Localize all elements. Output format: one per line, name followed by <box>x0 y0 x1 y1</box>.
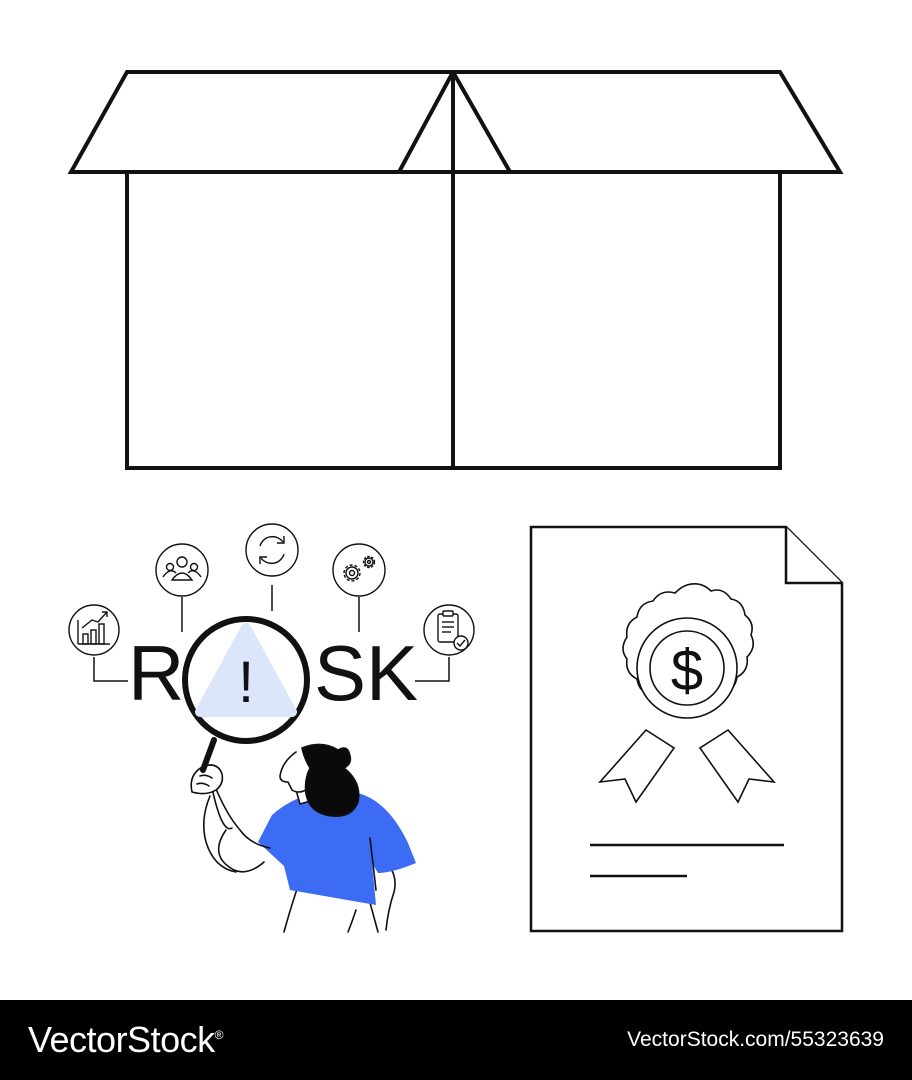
illustration-canvas: R SK <box>67 70 844 933</box>
checklist-icon <box>423 604 475 656</box>
risk-letters-sk: SK <box>314 629 418 717</box>
image-id-url: VectorStock.com/55323639 <box>627 1028 884 1051</box>
warning-exclamation: ! <box>238 650 254 715</box>
refresh-icon <box>245 523 299 577</box>
footer-bar: VectorStock® VectorStock.com/55323639 <box>0 1000 912 1080</box>
gears-icon <box>332 543 386 597</box>
bar-chart-icon <box>68 604 120 656</box>
hair <box>301 743 360 818</box>
warning-triangle-icon <box>195 623 297 717</box>
award-ribbons <box>598 728 776 804</box>
registered-mark: ® <box>214 1028 224 1042</box>
dollar-sign: $ <box>671 638 703 703</box>
magnifying-glass-icon: ! <box>182 616 310 773</box>
certificate-document-icon: $ <box>529 525 844 933</box>
shirt <box>258 791 416 905</box>
team-icon <box>155 543 209 597</box>
risk-analysis-scene: R SK <box>68 523 475 933</box>
risk-letter-r: R <box>128 629 184 717</box>
vectorstock-logo: VectorStock® <box>28 1019 223 1061</box>
open-box-icon <box>67 70 844 470</box>
brand-name: VectorStock <box>28 1019 215 1060</box>
icon-connectors <box>93 585 450 682</box>
person-figure <box>190 743 416 933</box>
